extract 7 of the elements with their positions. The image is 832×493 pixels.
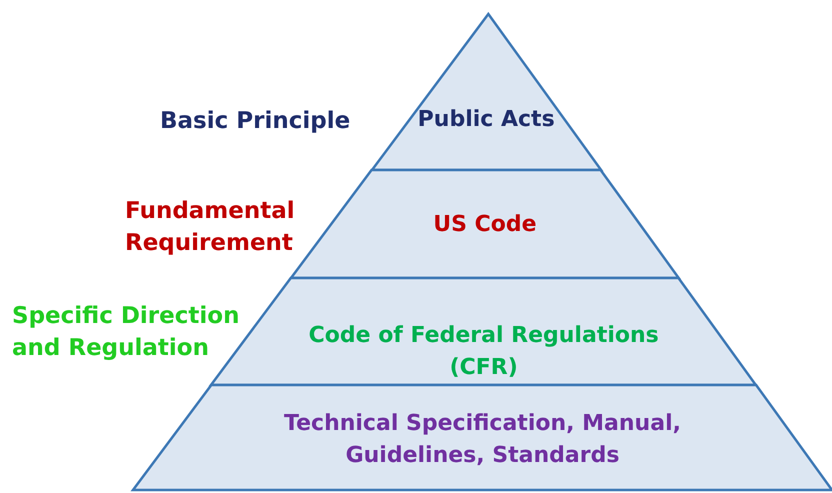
tier-label: US Code [432, 211, 538, 239]
tier-label: Public Acts [416, 106, 556, 134]
level-label: Specific Direction and Regulation [12, 302, 240, 363]
level-label: Basic Principle [160, 107, 352, 136]
level-label: Fundamental Requirement [125, 197, 296, 258]
tier-label: Technical Specification, Manual, Guidelines, Standards [283, 410, 682, 470]
tier-label: Code of Federal Regulations (CFR) [308, 322, 660, 382]
